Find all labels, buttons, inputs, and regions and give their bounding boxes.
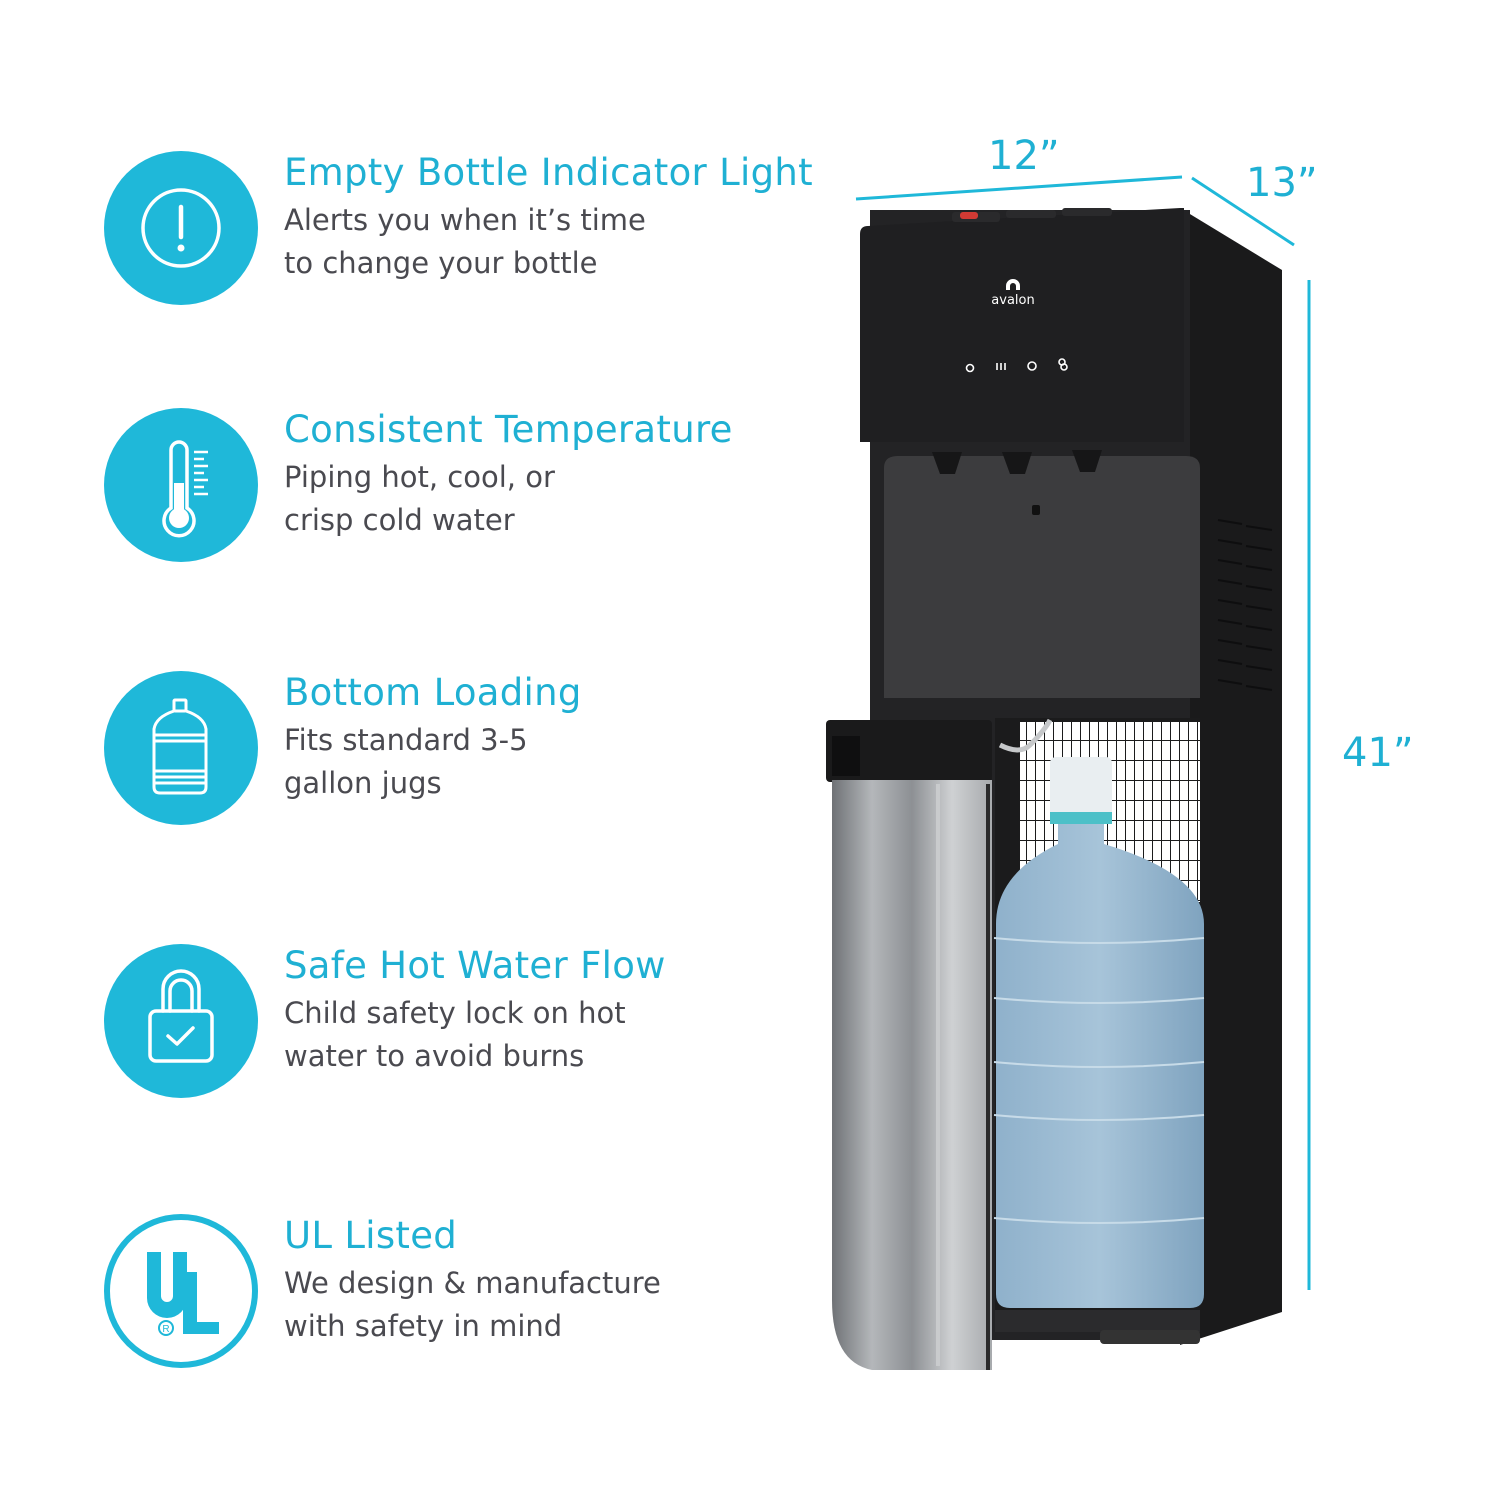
feature-bottom-loading: Bottom Loading Fits standard 3-5 gallon …: [104, 671, 824, 831]
feature-title: Consistent Temperature: [284, 408, 733, 451]
dimension-height-label: 41”: [1342, 730, 1414, 776]
dimension-width-label: 12”: [988, 133, 1060, 179]
feature-safe-hot-water-flow: Safe Hot Water Flow Child safety lock on…: [104, 944, 824, 1104]
exclamation-circle-icon: [104, 151, 258, 305]
feature-title: Bottom Loading: [284, 671, 582, 714]
feature-description: Alerts you when it’s time to change your…: [284, 203, 646, 280]
water-jug-icon: [104, 671, 258, 825]
padlock-check-icon: [104, 944, 258, 1098]
feature-description: We design & manufacture with safety in m…: [284, 1266, 661, 1343]
feature-title: Safe Hot Water Flow: [284, 944, 666, 987]
feature-description: Child safety lock on hot water to avoid …: [284, 996, 626, 1073]
power-icon: [965, 363, 975, 373]
feature-description: Fits standard 3-5 gallon jugs: [284, 723, 528, 800]
ul-listed-logo-icon: R: [104, 1214, 258, 1368]
dimension-lines: [855, 175, 1311, 1290]
feature-description: Piping hot, cool, or crisp cold water: [284, 460, 555, 537]
feature-ul-listed: R UL Listed We design & manufacture with…: [104, 1214, 824, 1374]
dimension-depth-label: 13”: [1246, 160, 1318, 206]
feature-title: Empty Bottle Indicator Light: [284, 151, 813, 194]
svg-text:R: R: [162, 1324, 169, 1335]
thermometer-icon: [104, 408, 258, 562]
feature-consistent-temperature: Consistent Temperature Piping hot, cool,…: [104, 408, 824, 568]
feature-title: UL Listed: [284, 1214, 458, 1257]
feature-empty-bottle-indicator: Empty Bottle Indicator Light Alerts you …: [104, 151, 824, 311]
avalon-logo: avalon: [991, 293, 1034, 308]
cold-water-icon: [1027, 361, 1037, 371]
